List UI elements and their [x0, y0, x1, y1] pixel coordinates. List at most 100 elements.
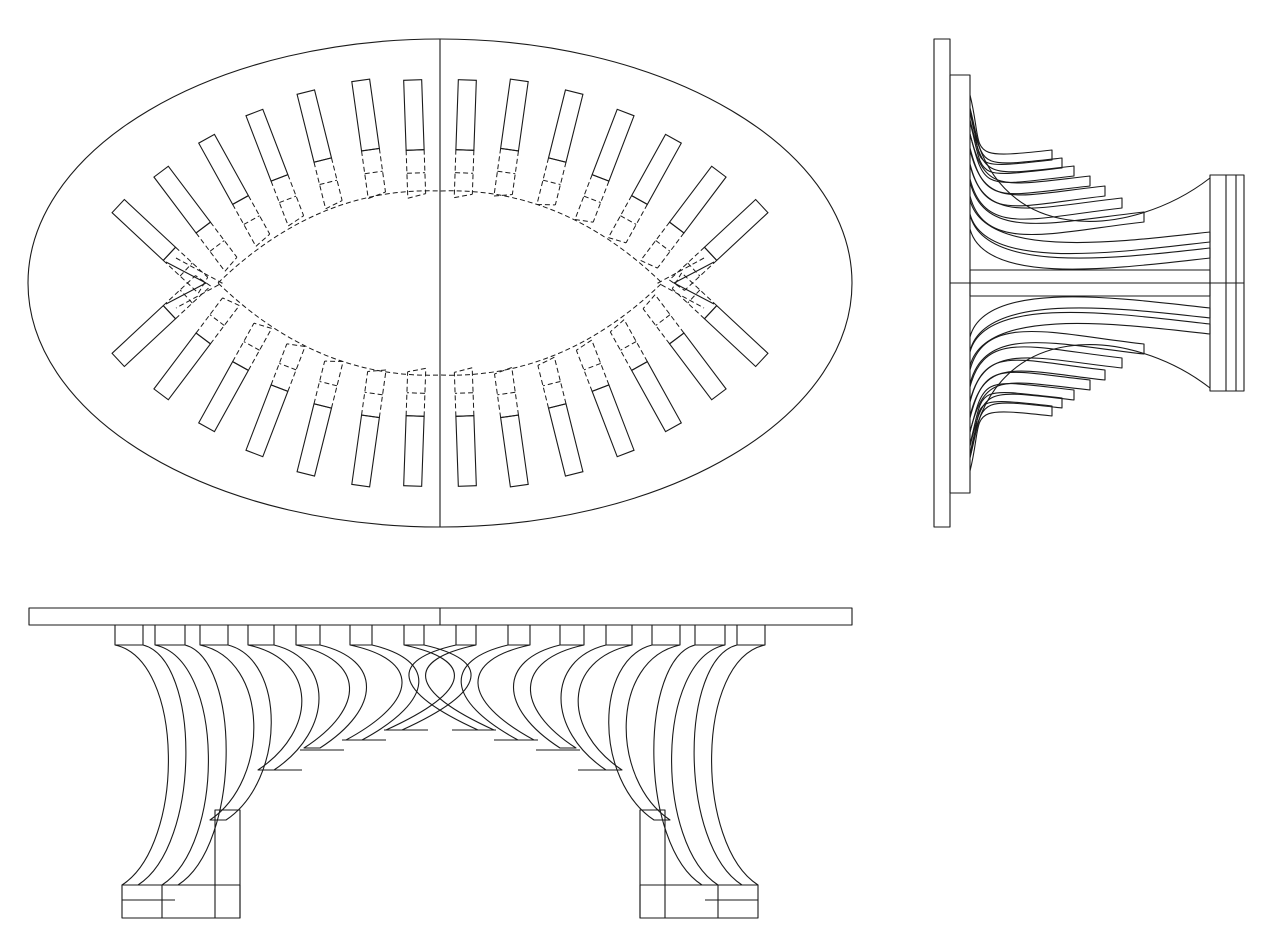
radial-leg-slat — [575, 339, 635, 458]
slat-visible-segment — [351, 78, 380, 152]
slat-hidden-joint — [542, 179, 561, 186]
slat-visible-segment — [455, 79, 477, 151]
side-curved-slat — [969, 346, 1123, 402]
front-leg-curve — [408, 644, 495, 731]
front-leg-curve — [460, 644, 535, 741]
slat-body — [574, 108, 635, 223]
slat-hidden-segment — [453, 149, 475, 199]
slat-hidden-segment — [270, 174, 305, 227]
front-leg-slat — [114, 624, 766, 886]
slat-visible-segment — [703, 198, 769, 262]
slat-joint-line — [704, 305, 718, 320]
front-elevation-view — [28, 607, 853, 919]
slat-joint-line — [631, 361, 648, 371]
slat-hidden-segment — [669, 246, 718, 291]
slat-hidden-segment — [405, 149, 427, 199]
slat-hidden-joint — [687, 289, 701, 304]
radial-leg-slat — [153, 297, 240, 401]
slat-hidden-segment — [313, 360, 344, 409]
front-leg-top-block — [403, 624, 425, 646]
radial-leg-slat — [669, 198, 769, 291]
slat-hidden-joint — [583, 362, 601, 371]
side-curved-slat — [969, 311, 1211, 367]
side-outer-flare-top — [969, 109, 1211, 222]
front-leg-top-block — [199, 624, 229, 646]
front-leg-curve — [512, 644, 585, 749]
slat-visible-segment — [153, 165, 212, 234]
slat-body — [609, 319, 683, 433]
side-base-beam — [969, 269, 1211, 297]
slat-body — [153, 297, 240, 401]
slat-hidden-joint — [364, 391, 383, 396]
slat-visible-segment — [668, 165, 727, 234]
front-leg-curve — [608, 644, 681, 821]
slat-joint-line — [406, 415, 425, 417]
slat-visible-segment — [591, 108, 635, 182]
radial-leg-slat — [403, 79, 427, 199]
side-curved-slat — [969, 371, 1091, 433]
front-leg-curve — [295, 644, 368, 749]
slat-visible-segment — [500, 78, 529, 152]
slat-visible-segment — [296, 403, 333, 477]
slat-joint-line — [455, 149, 474, 151]
slat-hidden-joint — [209, 240, 225, 252]
front-leg-top-block — [605, 624, 633, 646]
slat-visible-segment — [403, 415, 425, 487]
slat-joint-line — [313, 403, 332, 409]
slat-visible-segment — [111, 304, 177, 368]
front-leg-curve — [693, 644, 766, 886]
slat-hidden-joint — [406, 392, 425, 394]
radial-leg-slat — [453, 79, 477, 199]
slat-hidden-segment — [195, 297, 240, 345]
radial-leg-slat — [351, 78, 386, 199]
front-leg-top-block — [507, 624, 531, 646]
slat-hidden-joint — [687, 262, 701, 277]
slat-body — [351, 369, 387, 488]
slat-joint-line — [704, 246, 718, 261]
slat-visible-segment — [630, 133, 683, 206]
side-curved-slat — [969, 296, 1211, 352]
front-leg-curve — [247, 644, 320, 771]
slat-hidden-segment — [671, 272, 718, 320]
slat-visible-segment — [547, 403, 584, 477]
radial-leg-slat — [609, 319, 683, 433]
radial-leg-slat — [296, 360, 344, 477]
front-right-foot — [639, 884, 759, 919]
slat-joint-line — [270, 174, 289, 182]
front-leg-curve — [560, 644, 633, 771]
slat-joint-line — [162, 305, 176, 320]
slat-visible-segment — [197, 360, 250, 433]
slat-hidden-joint — [319, 179, 338, 186]
slat-visible-segment — [197, 133, 250, 206]
radial-leg-slat — [153, 165, 238, 272]
side-curved-slat — [969, 214, 1211, 270]
slat-body — [536, 89, 584, 206]
slat-hidden-joint — [655, 314, 671, 326]
slat-joint-line — [500, 147, 519, 152]
slat-hidden-segment — [162, 246, 209, 294]
slat-joint-line — [361, 147, 380, 152]
slat-visible-segment — [403, 79, 425, 151]
slat-hidden-segment — [232, 322, 273, 371]
plan-view-oval-table-top — [27, 38, 853, 528]
front-leg-top-block — [651, 624, 681, 646]
slat-body — [575, 339, 635, 458]
front-leg-curve — [385, 644, 472, 731]
side-curved-slat — [969, 199, 1211, 255]
slat-hidden-joint — [279, 195, 297, 204]
slat-hidden-joint — [455, 392, 474, 394]
radial-leg-slat — [493, 78, 529, 197]
front-leg-top-block — [114, 624, 144, 646]
slat-hidden-segment — [607, 195, 648, 244]
slat-hidden-joint — [364, 170, 383, 175]
radial-leg-slat — [453, 367, 477, 487]
radial-leg-slat — [574, 108, 635, 223]
slat-body — [453, 367, 477, 487]
slat-hidden-segment — [640, 221, 685, 269]
slat-hidden-joint — [583, 195, 601, 204]
front-leg-top-block — [736, 624, 766, 646]
slat-hidden-joint — [497, 391, 516, 396]
slat-hidden-joint — [620, 341, 637, 351]
left-end-hidden-connector — [175, 257, 224, 309]
